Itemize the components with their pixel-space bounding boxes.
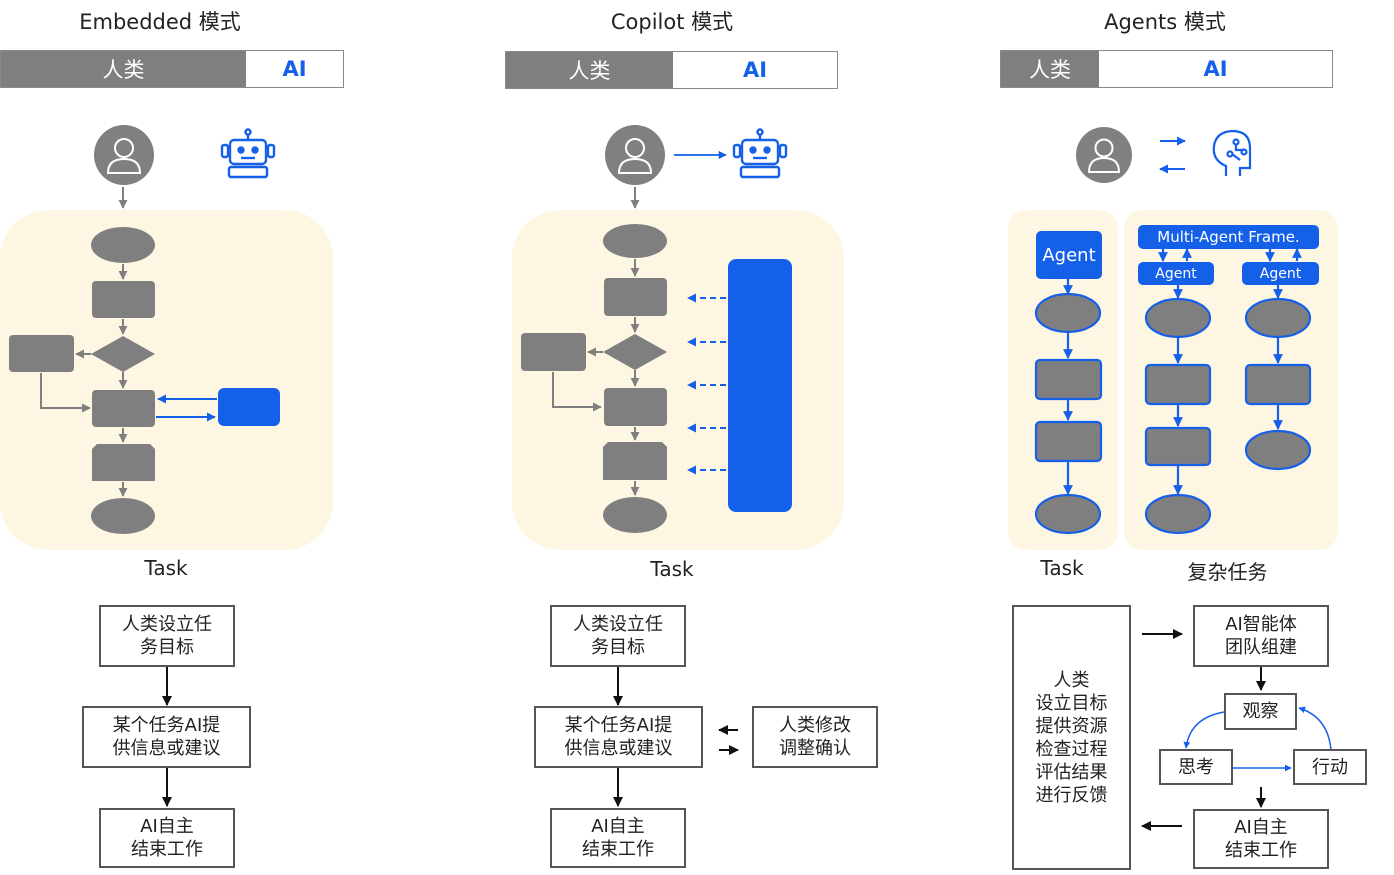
agents-human-segment: 人类 — [1001, 51, 1099, 87]
embedded-human-segment: 人类 — [1, 51, 246, 87]
agents-ratio-bar: 人类 AI — [1000, 50, 1333, 88]
agent-label: Agent — [1036, 231, 1102, 279]
person-icon — [1076, 127, 1132, 183]
agents-ai-segment: AI — [1099, 51, 1332, 87]
agents-complex-caption: 复杂任务 — [1187, 560, 1268, 584]
sub-agent-label-right: Agent — [1242, 262, 1319, 285]
copilot-ai-segment: AI — [673, 52, 837, 88]
agents-complex-panel — [1124, 210, 1338, 550]
copilot-ratio-bar: 人类 AI — [505, 51, 838, 89]
agents-human-role: 人类 设立目标 提供资源 检查过程 评估结果 进行反馈 — [1012, 605, 1131, 870]
robot-icon — [220, 128, 276, 179]
robot-icon — [732, 128, 788, 179]
embedded-ratio-bar: 人类 AI — [0, 50, 344, 88]
copilot-human-segment: 人类 — [506, 52, 673, 88]
embedded-step-finish: AI自主 结束工作 — [99, 808, 235, 868]
multi-agent-frame-label: Multi-Agent Frame. — [1138, 225, 1319, 249]
embedded-step-ai-advice: 某个任务AI提 供信息或建议 — [82, 706, 251, 768]
agents-loop-act: 行动 — [1293, 749, 1367, 785]
embedded-step-goal: 人类设立任 务目标 — [99, 605, 235, 667]
agents-title: Agents 模式 — [1104, 10, 1226, 34]
ai-brain-icon — [1212, 129, 1252, 176]
copilot-task-caption: Task — [650, 557, 694, 581]
person-icon — [605, 125, 665, 185]
embedded-task-panel — [0, 210, 333, 550]
agents-team-build: AI智能体 团队组建 — [1193, 605, 1329, 667]
agents-loop-think: 思考 — [1159, 749, 1233, 785]
agents-loop-observe: 观察 — [1224, 693, 1297, 730]
embedded-title: Embedded 模式 — [79, 10, 241, 34]
copilot-task-panel — [512, 210, 844, 550]
embedded-ai-segment: AI — [246, 51, 343, 87]
copilot-title: Copilot 模式 — [610, 10, 734, 34]
copilot-human-adjust: 人类修改 调整确认 — [752, 706, 878, 768]
copilot-step-goal: 人类设立任 务目标 — [550, 605, 686, 667]
agents-task-caption: Task — [1040, 556, 1084, 580]
copilot-step-ai-advice: 某个任务AI提 供信息或建议 — [534, 706, 703, 768]
person-icon — [94, 125, 154, 185]
sub-agent-label-left: Agent — [1138, 262, 1214, 285]
agents-step-finish: AI自主 结束工作 — [1193, 809, 1329, 869]
copilot-step-finish: AI自主 结束工作 — [550, 808, 686, 868]
embedded-task-caption: Task — [144, 556, 188, 580]
